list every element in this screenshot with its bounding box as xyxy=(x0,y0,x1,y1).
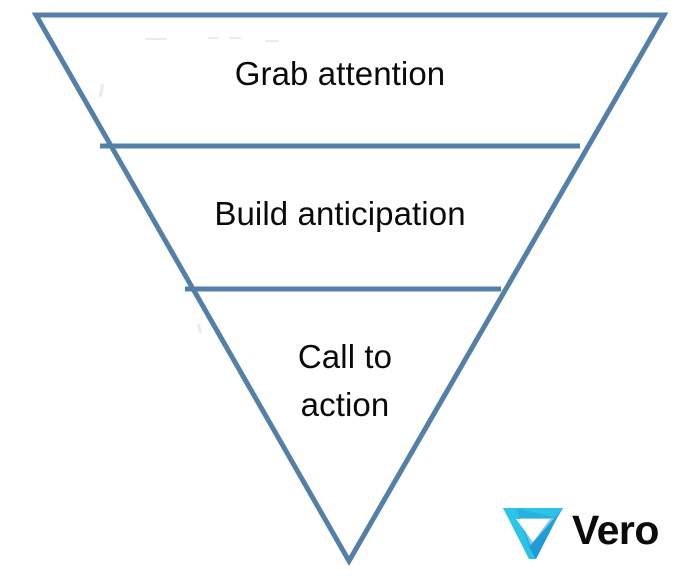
vero-logo: Vero xyxy=(502,498,674,564)
vero-triangle-icon xyxy=(503,508,563,559)
funnel-stage-label-anticipation: Build anticipation xyxy=(214,195,466,232)
vero-wordmark: Vero xyxy=(572,506,659,553)
funnel-stage-label-attention: Grab attention xyxy=(234,55,446,92)
funnel-stage-label-call-to-action: Call to action xyxy=(297,338,393,423)
